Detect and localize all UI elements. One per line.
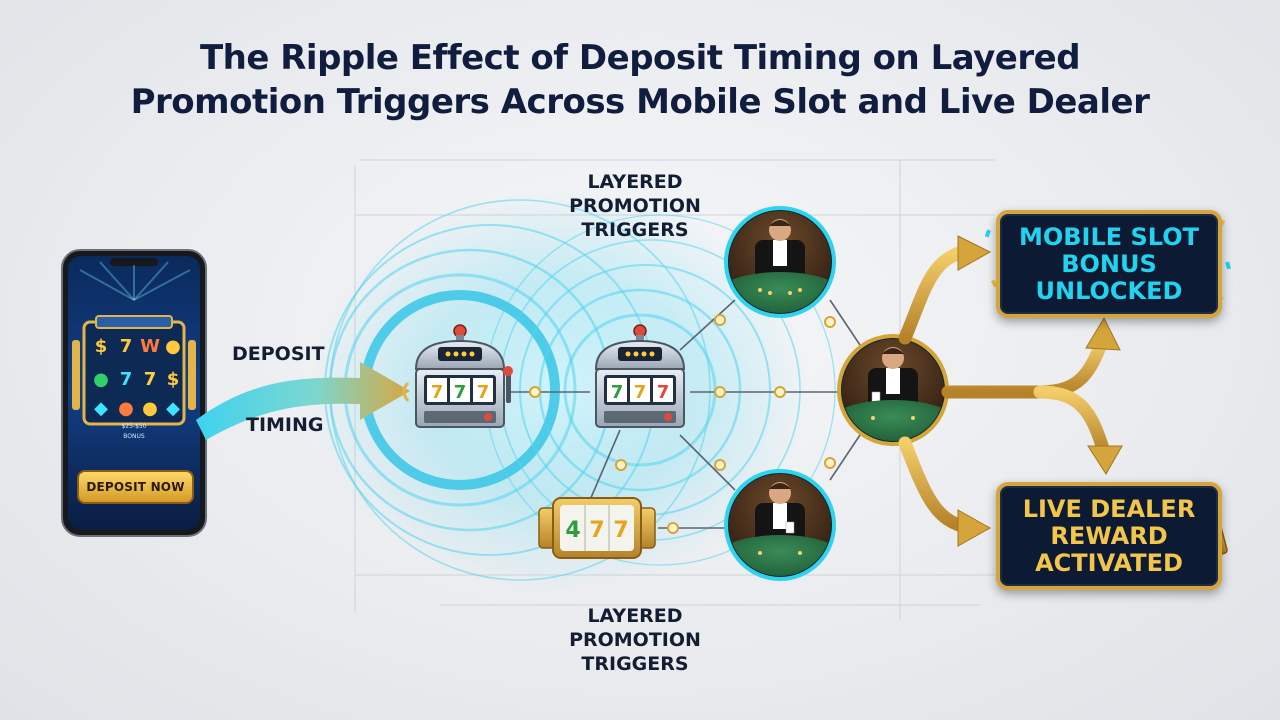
- svg-text:$: $: [95, 336, 108, 357]
- layered-promotion-triggers-top: LAYERED PROMOTION TRIGGERS: [540, 170, 730, 242]
- connector-nodes: [529, 314, 836, 534]
- svg-text:●: ●: [165, 336, 181, 357]
- label-line: TRIGGERS: [581, 653, 689, 675]
- deposit-label: DEPOSIT: [232, 343, 325, 365]
- svg-text:7: 7: [144, 369, 157, 390]
- svg-text:7: 7: [657, 382, 670, 403]
- card-line: UNLOCKED: [1035, 276, 1183, 305]
- phone-bonus-tag: $25-$50 BONUS: [121, 423, 147, 440]
- label-line: PROMOTION: [569, 629, 701, 651]
- label-line: LAYERED: [587, 605, 683, 627]
- card-line: REWARD: [1050, 521, 1168, 550]
- card-line: ACTIVATED: [1035, 548, 1183, 577]
- svg-text:7: 7: [589, 518, 604, 543]
- mobile-slot-bonus-card: MOBILE SLOT BONUS UNLOCKED: [996, 210, 1222, 318]
- arrow-icon: [957, 235, 1123, 547]
- svg-text:7: 7: [634, 382, 647, 403]
- arrow-icon: [898, 245, 1111, 533]
- svg-text:7: 7: [454, 382, 467, 403]
- svg-text:7: 7: [613, 518, 628, 543]
- card-line: LIVE DEALER: [1022, 494, 1196, 523]
- svg-text:◆: ◆: [166, 398, 180, 419]
- deposit-now-button[interactable]: DEPOSIT NOW: [77, 470, 194, 504]
- svg-text:W: W: [140, 336, 160, 357]
- card-line: BONUS: [1061, 249, 1157, 278]
- svg-text:●: ●: [118, 398, 134, 419]
- svg-text:7: 7: [120, 369, 133, 390]
- live-dealer-icon: [724, 206, 836, 318]
- live-dealer-icon: [724, 469, 836, 581]
- svg-text:7: 7: [477, 382, 490, 403]
- slot-machine-icon: 7 7 7: [594, 324, 686, 428]
- page-title-line-2: Promotion Triggers Across Mobile Slot an…: [130, 82, 1150, 122]
- deposit-flow-arrow: [196, 362, 410, 440]
- svg-text:7: 7: [431, 382, 444, 403]
- slot-machine-icon: 7 7 7: [402, 324, 513, 428]
- svg-text:7: 7: [120, 336, 133, 357]
- live-dealer-reward-card: LIVE DEALER REWARD ACTIVATED: [996, 482, 1222, 590]
- svg-text:7: 7: [611, 382, 624, 403]
- smartphone-icon: $ 7 W ● ● 7 7 $ ◆ ● ● ◆: [61, 249, 207, 537]
- page-title-line-1: The Ripple Effect of Deposit Timing on L…: [199, 38, 1081, 78]
- svg-text:◆: ◆: [94, 398, 108, 419]
- layered-promotion-triggers-bottom: LAYERED PROMOTION TRIGGERS: [540, 604, 730, 676]
- svg-text:$: $: [167, 369, 180, 390]
- label-line: TRIGGERS: [581, 219, 689, 241]
- reel-icon: 4 7 7: [538, 497, 656, 559]
- live-dealer-icon: [837, 334, 949, 446]
- svg-text:●: ●: [142, 398, 158, 419]
- label-line: LAYERED: [587, 171, 683, 193]
- timing-label: TIMING: [246, 414, 324, 436]
- card-line: MOBILE SLOT: [1018, 222, 1200, 251]
- svg-text:●: ●: [93, 369, 109, 390]
- label-line: PROMOTION: [569, 195, 701, 217]
- svg-text:4: 4: [565, 518, 580, 543]
